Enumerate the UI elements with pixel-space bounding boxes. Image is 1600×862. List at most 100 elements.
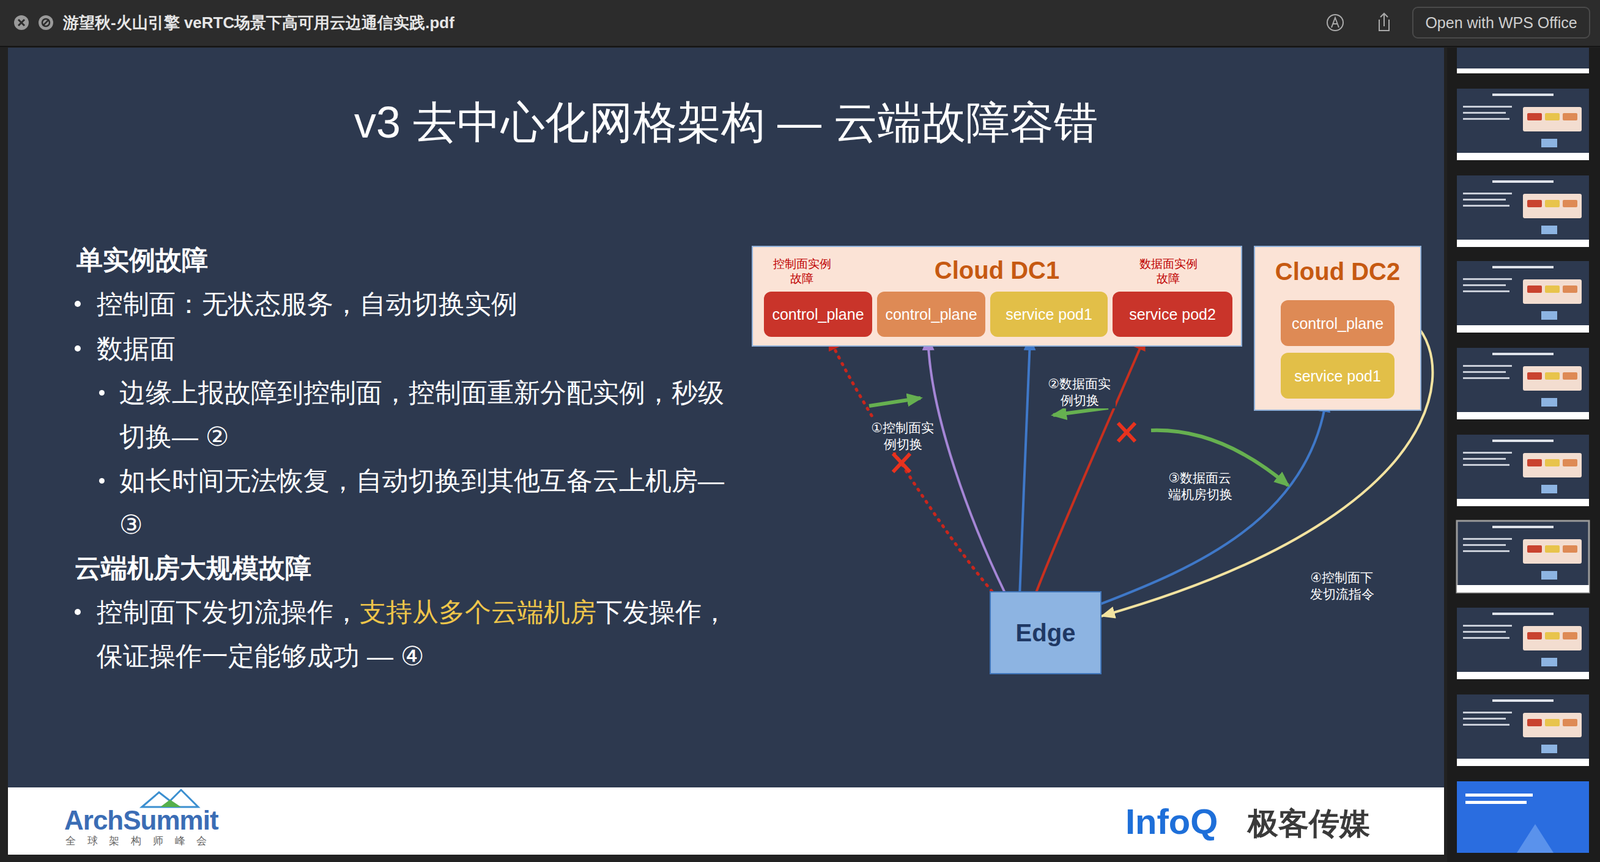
thumbnail-line <box>1462 118 1510 120</box>
thumbnail-footer <box>1456 152 1589 161</box>
slide-ground <box>7 47 1445 856</box>
markup-icon <box>1331 17 1339 28</box>
box-label: control_plane <box>885 305 977 324</box>
thumbnail-shape <box>1527 459 1542 467</box>
thumbnail-line <box>1462 631 1506 634</box>
failure-cross <box>892 453 911 473</box>
logo-text: InfoQ <box>1125 802 1218 842</box>
thumbnail <box>1456 261 1589 333</box>
thumbnail-line <box>1462 290 1510 293</box>
logo-subtitle: 全 球 架 构 师 峰 会 <box>65 835 212 848</box>
close-icon <box>14 15 29 30</box>
thumbnail-line <box>1462 625 1512 627</box>
logo-mountain <box>141 790 199 808</box>
switch-arrow <box>1053 407 1109 416</box>
thumbnail <box>1456 521 1589 593</box>
thumbnail-footer <box>1456 412 1589 420</box>
step-label: ①控制面实例切换 <box>866 419 939 453</box>
failure-cross <box>1118 423 1136 442</box>
logo-text: ArchSummit <box>64 806 219 836</box>
thumbnail-line <box>1492 93 1554 97</box>
thumbnail-line <box>1462 458 1506 460</box>
thumbnail-shape <box>1522 366 1582 391</box>
thumbnail-footer <box>1456 759 1589 767</box>
box-label: service pod2 <box>1129 305 1216 324</box>
fault-note: 数据面实例 故障 <box>1134 256 1202 287</box>
thumbnail-line <box>1462 550 1510 553</box>
thumbnail-line <box>1462 105 1512 108</box>
connector <box>927 337 1005 592</box>
thumbnail-shape <box>1544 632 1560 640</box>
open-button <box>1412 7 1590 38</box>
thumbnail-line <box>1462 284 1506 287</box>
region-title: Cloud DC1 <box>934 255 1060 286</box>
bullet-dot <box>74 609 81 616</box>
highlight-text: 支持从多个云端机房 <box>359 597 597 627</box>
thumbnail-line <box>1465 793 1533 797</box>
share-icon <box>1379 13 1389 31</box>
thumbnail-shape <box>1527 632 1542 640</box>
thumbnail-footer <box>1456 672 1589 680</box>
file-name: 游望秋-火山引擎 veRTC场景下高可用云边通信实践.pdf <box>62 12 455 34</box>
bullet-dot <box>74 345 81 352</box>
markup-icon <box>1327 14 1344 31</box>
thumbnail-line <box>1462 192 1512 195</box>
step-label: ③数据面云端机房切换 <box>1163 469 1237 503</box>
thumbnail-shape <box>1562 545 1578 553</box>
thumbnail-shape <box>1544 113 1560 121</box>
connector <box>1036 337 1145 592</box>
block-icon <box>38 15 54 30</box>
box-label: service pod1 <box>1005 305 1093 324</box>
thumbnail <box>1456 781 1589 854</box>
bullet-text: 如长时间无法恢复，自动切换到其他互备云上机房— ③ <box>119 458 731 547</box>
block-icon <box>42 19 49 26</box>
block-icon <box>42 18 50 27</box>
bullet-dot <box>99 478 105 484</box>
thumbnail-shape <box>1527 372 1542 380</box>
step-label: ④控制面下发切流指令 <box>1305 569 1378 603</box>
thumbnail-line <box>1462 718 1506 720</box>
thumbnail-shape <box>1527 113 1542 121</box>
box-label: control_plane <box>1291 314 1384 333</box>
fault-note: 控制面实例 故障 <box>768 256 836 287</box>
edge-box: Edge <box>989 591 1102 675</box>
service-box: service pod1 <box>990 291 1108 338</box>
thumbnail <box>1456 607 1589 680</box>
thumbnail-line <box>1462 198 1506 201</box>
thumbnail-shape <box>1527 719 1542 727</box>
thumbnail-line <box>1462 538 1512 541</box>
box-label: Edge <box>1015 618 1076 648</box>
thumbnail-shape <box>1544 372 1560 380</box>
thumbnail-line <box>1492 612 1554 616</box>
thumbnail-shape <box>1562 719 1578 727</box>
slide-title: v3 去中心化网格架构 — 云端故障容错 <box>7 97 1445 147</box>
thumbnail-shape <box>1541 744 1558 754</box>
thumbnail-line <box>1462 278 1512 281</box>
thumbnail-footer <box>1456 68 1589 74</box>
slide-footer <box>7 787 1445 856</box>
connector <box>1019 337 1030 592</box>
section-heading: 云端机房大规模故障 <box>74 546 312 591</box>
box-label: control_plane <box>771 305 864 324</box>
window-ground <box>0 46 1600 862</box>
thumbnail-line <box>1462 365 1512 367</box>
datacenter-region: Cloud DC2control_planeservice pod1 <box>1253 245 1422 412</box>
bullet-dot <box>74 300 81 308</box>
thumbnail-footer <box>1456 585 1589 593</box>
thumbnail-shape <box>1516 824 1554 854</box>
bullet-text: 数据面 <box>96 326 176 371</box>
logo-text: 极客传媒 <box>1247 806 1371 842</box>
thumbnail-shape <box>1522 453 1582 478</box>
thumbnail-line <box>1492 439 1554 443</box>
thumbnail-shape <box>1522 193 1582 219</box>
thumbnail <box>1456 175 1589 248</box>
thumbnail-shape <box>1522 279 1582 304</box>
thumbnail-line <box>1462 544 1506 547</box>
service-box: control_plane <box>1280 300 1395 347</box>
thumbnail <box>1456 47 1589 74</box>
thumbnail-shape <box>1522 626 1582 651</box>
bullet-text: 边缘上报故障到控制面，控制面重新分配实例，秒级切换— ② <box>119 370 731 459</box>
bullet-text: 控制面：无状态服务，自动切换实例 <box>96 281 518 326</box>
thumbnail <box>1456 348 1589 420</box>
thumbnail <box>1456 434 1589 507</box>
